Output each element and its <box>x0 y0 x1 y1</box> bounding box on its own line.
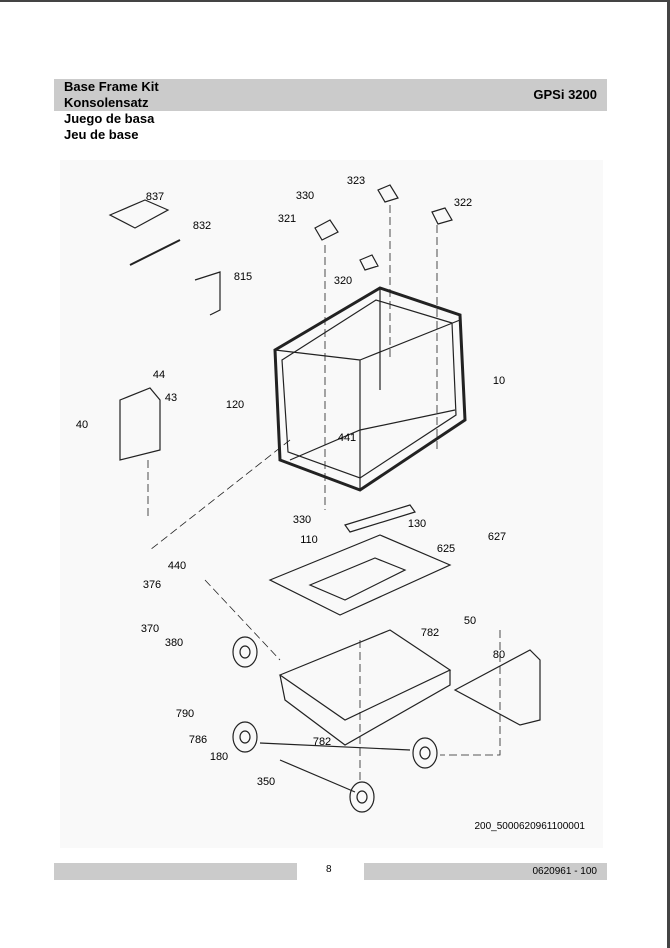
part-label: 782 <box>312 736 332 748</box>
part-label: 322 <box>453 197 473 209</box>
part-40 <box>119 387 161 461</box>
part-label: 180 <box>209 751 229 763</box>
frame-part-10 <box>273 286 467 492</box>
title-german: Konsolensatz <box>64 95 149 110</box>
footer-bar-right: 0620961 - 100 <box>364 863 607 880</box>
part-label: 130 <box>407 518 427 530</box>
title-french: Jeu de base <box>64 127 139 142</box>
vibration-mounts <box>314 184 453 271</box>
window-border-right <box>667 0 670 948</box>
part-label: 782 <box>420 627 440 639</box>
part-label: 790 <box>175 708 195 720</box>
drawing-code: 200_5000620961100001 <box>474 821 586 832</box>
rail-130 <box>344 504 416 533</box>
title-spanish: Juego de basa <box>64 111 155 126</box>
part-label: 350 <box>256 776 276 788</box>
part-label: 786 <box>188 734 208 746</box>
part-label: 120 <box>225 399 245 411</box>
part-label: 441 <box>337 432 357 444</box>
panel-80 <box>453 649 541 726</box>
title-english: Base Frame Kit <box>64 79 159 94</box>
document-number: 0620961 - 100 <box>532 866 597 877</box>
part-832 <box>129 239 181 266</box>
header-bar: GPSi 3200 <box>54 79 607 111</box>
part-label: 837 <box>145 191 165 203</box>
lower-tray <box>278 629 452 721</box>
part-label: 440 <box>167 560 187 572</box>
model-name: GPSi 3200 <box>533 87 597 102</box>
part-label: 380 <box>164 637 184 649</box>
part-label: 376 <box>142 579 162 591</box>
part-label: 320 <box>333 275 353 287</box>
part-label: 330 <box>292 514 312 526</box>
part-label: 43 <box>164 392 178 404</box>
part-label: 80 <box>492 649 506 661</box>
parts-diagram: 837 832 815 330 321 323 322 320 44 43 40… <box>60 160 603 848</box>
part-label: 370 <box>140 623 160 635</box>
part-label: 627 <box>487 531 507 543</box>
page-number: 8 <box>326 864 332 875</box>
exploded-view-drawing <box>108 184 541 813</box>
part-label: 815 <box>233 271 253 283</box>
part-837 <box>108 199 170 229</box>
part-label: 50 <box>463 615 477 627</box>
part-label: 110 <box>300 534 318 546</box>
window-border-top <box>0 0 670 2</box>
part-label: 323 <box>346 175 366 187</box>
part-label: 40 <box>75 419 89 431</box>
footer-bar-left <box>54 863 297 880</box>
base-plate-110 <box>268 534 452 616</box>
part-label: 321 <box>277 213 297 225</box>
part-label: 832 <box>192 220 212 232</box>
part-label: 10 <box>492 375 506 387</box>
part-label: 330 <box>295 190 315 202</box>
part-label: 44 <box>152 369 166 381</box>
part-815 <box>194 271 221 316</box>
wheels <box>232 636 438 813</box>
part-label: 625 <box>436 543 456 555</box>
